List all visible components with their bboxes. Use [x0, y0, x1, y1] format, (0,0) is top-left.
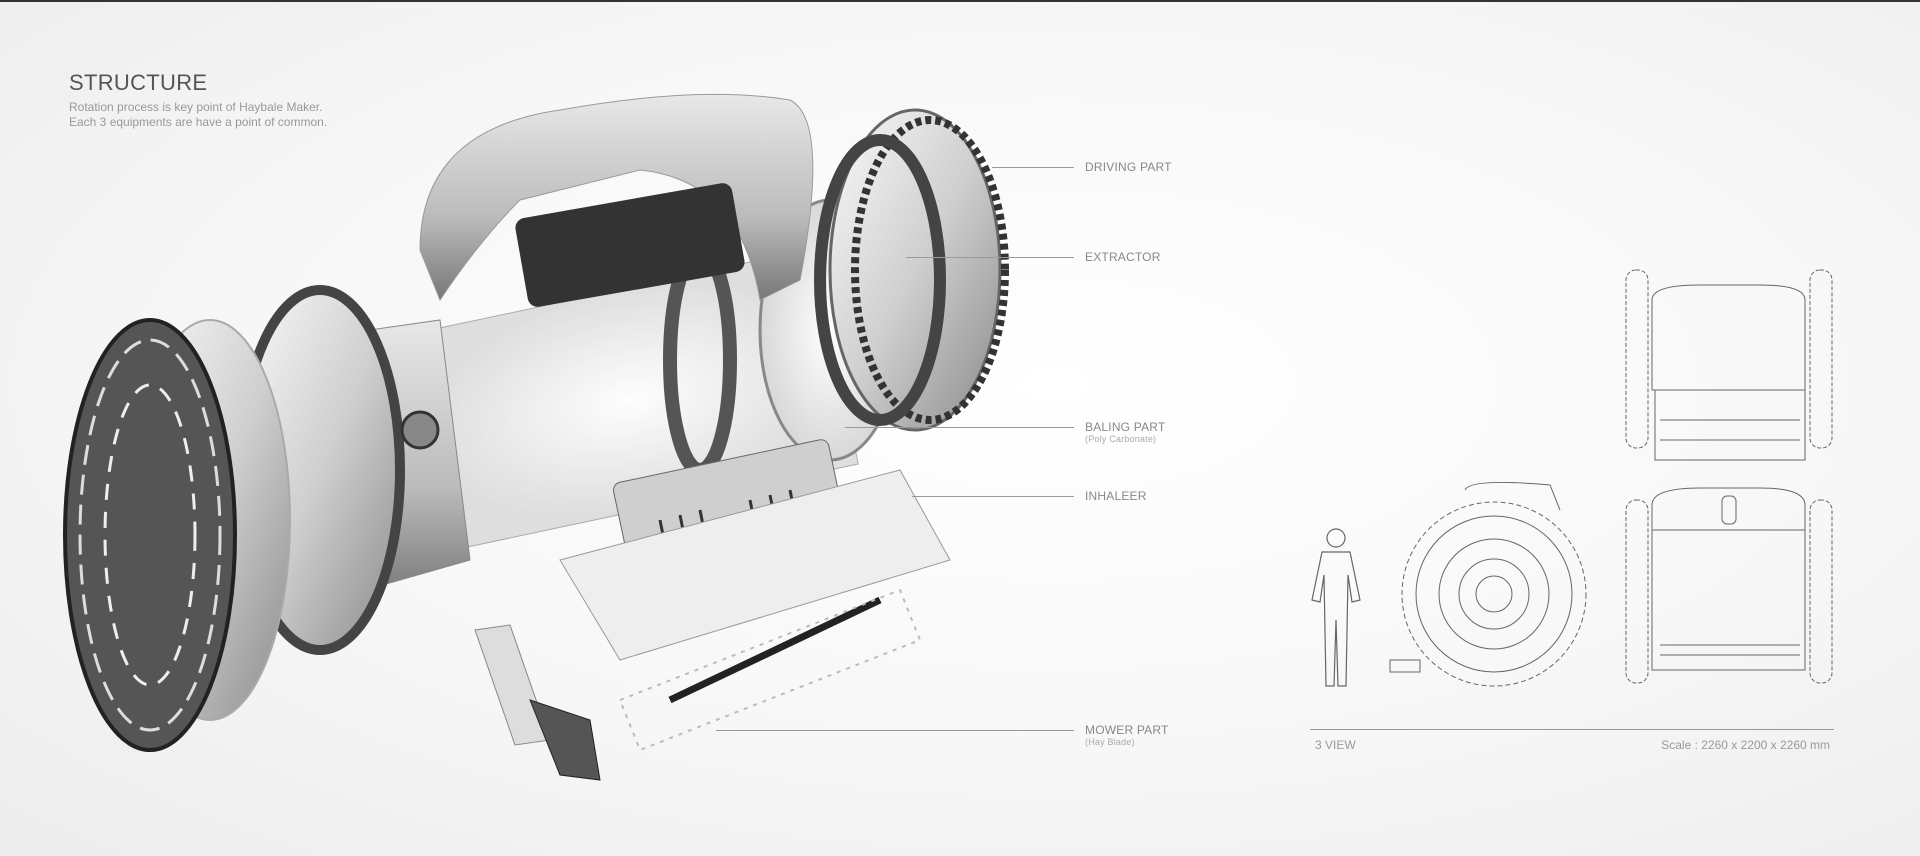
leader-line [906, 257, 1074, 258]
leader-line [912, 496, 1074, 497]
mower-part [474, 469, 951, 781]
scale-label: Scale : 2260 x 2200 x 2260 mm [1661, 738, 1830, 752]
page-subtitle: Rotation process is key point of Haybale… [69, 100, 327, 130]
callout-label: EXTRACTOR [1085, 250, 1161, 264]
callout-label: BALING PART [1085, 420, 1166, 434]
callout-baling-part: BALING PART(Poly Carbonate) [1085, 420, 1165, 444]
leader-line [716, 730, 1074, 731]
housing-top [419, 93, 814, 307]
callout-extractor: EXTRACTOR [1085, 250, 1161, 264]
page-title: STRUCTURE [69, 70, 208, 95]
side-view-drawing [1389, 481, 1587, 687]
callout-driving-part: DRIVING PART [1085, 160, 1172, 174]
callout-note: (Hay Blade) [1085, 737, 1135, 747]
leader-line [992, 167, 1074, 168]
callout-label: MOWER PART [1085, 723, 1169, 737]
callout-label: DRIVING PART [1085, 160, 1172, 174]
callout-inhaleer: INHALEER [1085, 489, 1147, 503]
top-border [0, 0, 1920, 2]
driving-wheel-left [63, 318, 291, 752]
callout-label: INHALEER [1085, 489, 1147, 503]
three-view-divider [1310, 729, 1834, 730]
three-view-label: 3 VIEW [1315, 738, 1356, 752]
driving-wheel-right [814, 108, 1009, 432]
front-view-drawing [1625, 487, 1833, 684]
subtitle-line: Each 3 equipments are have a point of co… [69, 115, 328, 129]
human-scale-figure [1311, 528, 1361, 687]
leader-line [845, 427, 1074, 428]
callout-mower-part: MOWER PART(Hay Blade) [1085, 723, 1169, 747]
subtitle-line: Rotation process is key point of Haybale… [69, 100, 323, 114]
top-view-drawing [1625, 269, 1833, 461]
callout-note: (Poly Carbonate) [1085, 434, 1157, 444]
